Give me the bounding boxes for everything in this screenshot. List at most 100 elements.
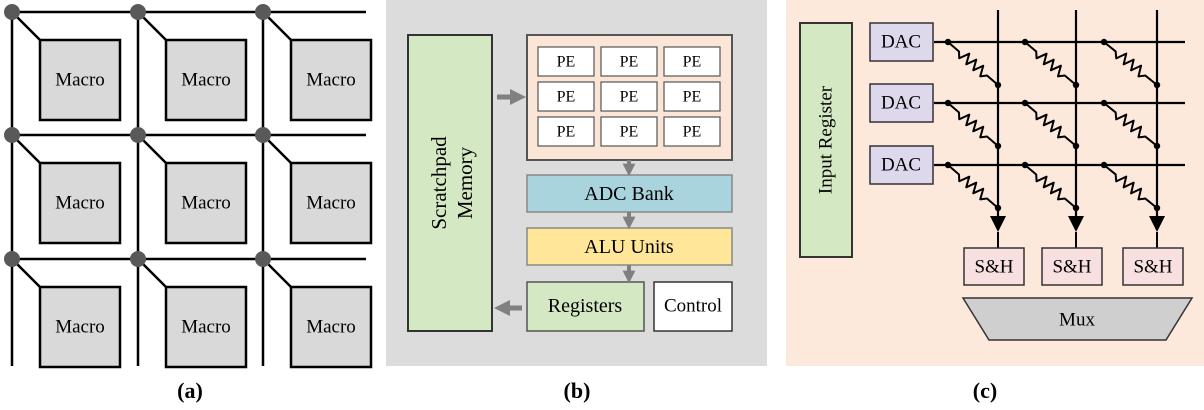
- pe-label: PE: [620, 54, 639, 71]
- pe-label: PE: [683, 54, 702, 71]
- macro-box: [289, 161, 373, 245]
- dac-label: DAC: [881, 155, 921, 176]
- input-register-box: [799, 22, 853, 258]
- dac-column: DAC DAC DAC: [869, 22, 934, 185]
- macro-label: Macro: [55, 193, 105, 214]
- router-node: [255, 251, 271, 267]
- pe-box: [600, 46, 658, 77]
- macro-box: [38, 161, 122, 245]
- resistor-element: [1103, 102, 1158, 147]
- macro-label: Macro: [306, 70, 356, 91]
- resistor-element: [947, 164, 999, 209]
- panel-a: MacroMacroMacroMacroMacroMacroMacroMacro…: [4, 4, 373, 403]
- pe-box: [537, 116, 595, 147]
- mux-shape: [961, 297, 1194, 341]
- pe-grid: PE PE PE PE PE PE PE PE PE: [537, 46, 721, 147]
- pe-box: [663, 46, 721, 77]
- sample-hold-label: S&H: [1052, 257, 1091, 278]
- router-node: [4, 127, 20, 143]
- bitline-arrowhead: [1068, 216, 1084, 232]
- crosspoint-dot: [1072, 81, 1080, 89]
- macro-label: Macro: [181, 317, 231, 338]
- resistor-element: [1024, 41, 1077, 86]
- crosspoint-dot: [994, 142, 1002, 150]
- macro-label: Macro: [55, 317, 105, 338]
- dac-box: [869, 22, 934, 62]
- alu-units-label: ALU Units: [584, 236, 674, 258]
- macro-box: [164, 161, 248, 245]
- pe-box: [600, 81, 658, 112]
- crosspoint-dot: [1072, 204, 1080, 212]
- sample-hold-label: S&H: [1133, 257, 1172, 278]
- crosspoint-dot: [994, 81, 1002, 89]
- crosspoint-dot: [1072, 142, 1080, 150]
- crosspoint-dot: [1153, 81, 1161, 89]
- macro-box: [38, 285, 122, 369]
- dac-label: DAC: [881, 32, 921, 53]
- pe-label: PE: [557, 89, 576, 106]
- mux-label: Mux: [1059, 310, 1095, 331]
- adc-bank-label: ADC Bank: [584, 183, 673, 205]
- control-label: Control: [664, 296, 722, 317]
- input-register-label: Input Register: [816, 85, 837, 194]
- caption-b: (b): [564, 378, 591, 403]
- panel-c: Input Register DAC DAC DAC S&H S&H S&H Mux (…: [786, 0, 1204, 403]
- pe-label: PE: [683, 124, 702, 141]
- macro-box: [289, 38, 373, 122]
- scratchpad-label-line1: Scratchpad: [427, 136, 451, 230]
- router-node: [255, 4, 271, 20]
- router-node: [4, 4, 20, 20]
- sample-hold-row: S&H S&H S&H: [963, 247, 1184, 286]
- resistor-element: [947, 102, 999, 147]
- bitline-arrowhead: [1149, 216, 1165, 232]
- pe-label: PE: [557, 124, 576, 141]
- pe-label: PE: [683, 89, 702, 106]
- dac-box: [869, 145, 934, 185]
- crosspoint-dot: [1153, 142, 1161, 150]
- panel-b: Scratchpad Memory PE PE PE PE PE PE PE PE PE ADC…: [386, 0, 767, 403]
- macro-box: [164, 38, 248, 122]
- sample-hold-label: S&H: [974, 257, 1013, 278]
- pe-box: [663, 81, 721, 112]
- crossbar-array: [934, 10, 1185, 248]
- registers-label: Registers: [548, 295, 623, 317]
- dac-label: DAC: [881, 93, 921, 114]
- crosspoint-dot: [994, 204, 1002, 212]
- alu-units-box: [526, 227, 733, 266]
- pe-box: [537, 81, 595, 112]
- router-node: [130, 251, 146, 267]
- resistor-element: [1103, 41, 1158, 86]
- resistor-element: [1024, 164, 1077, 209]
- crosspoint-dot: [1153, 204, 1161, 212]
- pe-label: PE: [620, 89, 639, 106]
- sample-hold-box: [1122, 247, 1184, 286]
- caption-a: (a): [177, 378, 203, 403]
- sample-hold-box: [1041, 247, 1103, 286]
- scratchpad-box: [407, 34, 493, 332]
- macro-array: MacroMacroMacroMacroMacroMacroMacroMacro…: [38, 38, 373, 369]
- bitline-arrowhead: [990, 216, 1006, 232]
- macro-box: [164, 285, 248, 369]
- pe-label: PE: [620, 124, 639, 141]
- pe-label: PE: [557, 54, 576, 71]
- macro-label: Macro: [306, 193, 356, 214]
- macro-box: [38, 38, 122, 122]
- router-node: [130, 127, 146, 143]
- resistor-element: [947, 41, 999, 86]
- macro-label: Macro: [181, 193, 231, 214]
- registers-box: [526, 281, 645, 332]
- resistor-element: [1024, 102, 1077, 147]
- router-node: [4, 251, 20, 267]
- macro-box: [289, 285, 373, 369]
- macro-label: Macro: [181, 70, 231, 91]
- pe-box: [663, 116, 721, 147]
- pe-box: [537, 46, 595, 77]
- macro-label: Macro: [55, 70, 105, 91]
- resistor-element: [1103, 164, 1158, 209]
- scratchpad-label-line2: Memory: [453, 146, 477, 219]
- router-nodes: [4, 4, 271, 267]
- caption-c: (c): [973, 378, 997, 403]
- router-node: [255, 127, 271, 143]
- dac-box: [869, 83, 934, 123]
